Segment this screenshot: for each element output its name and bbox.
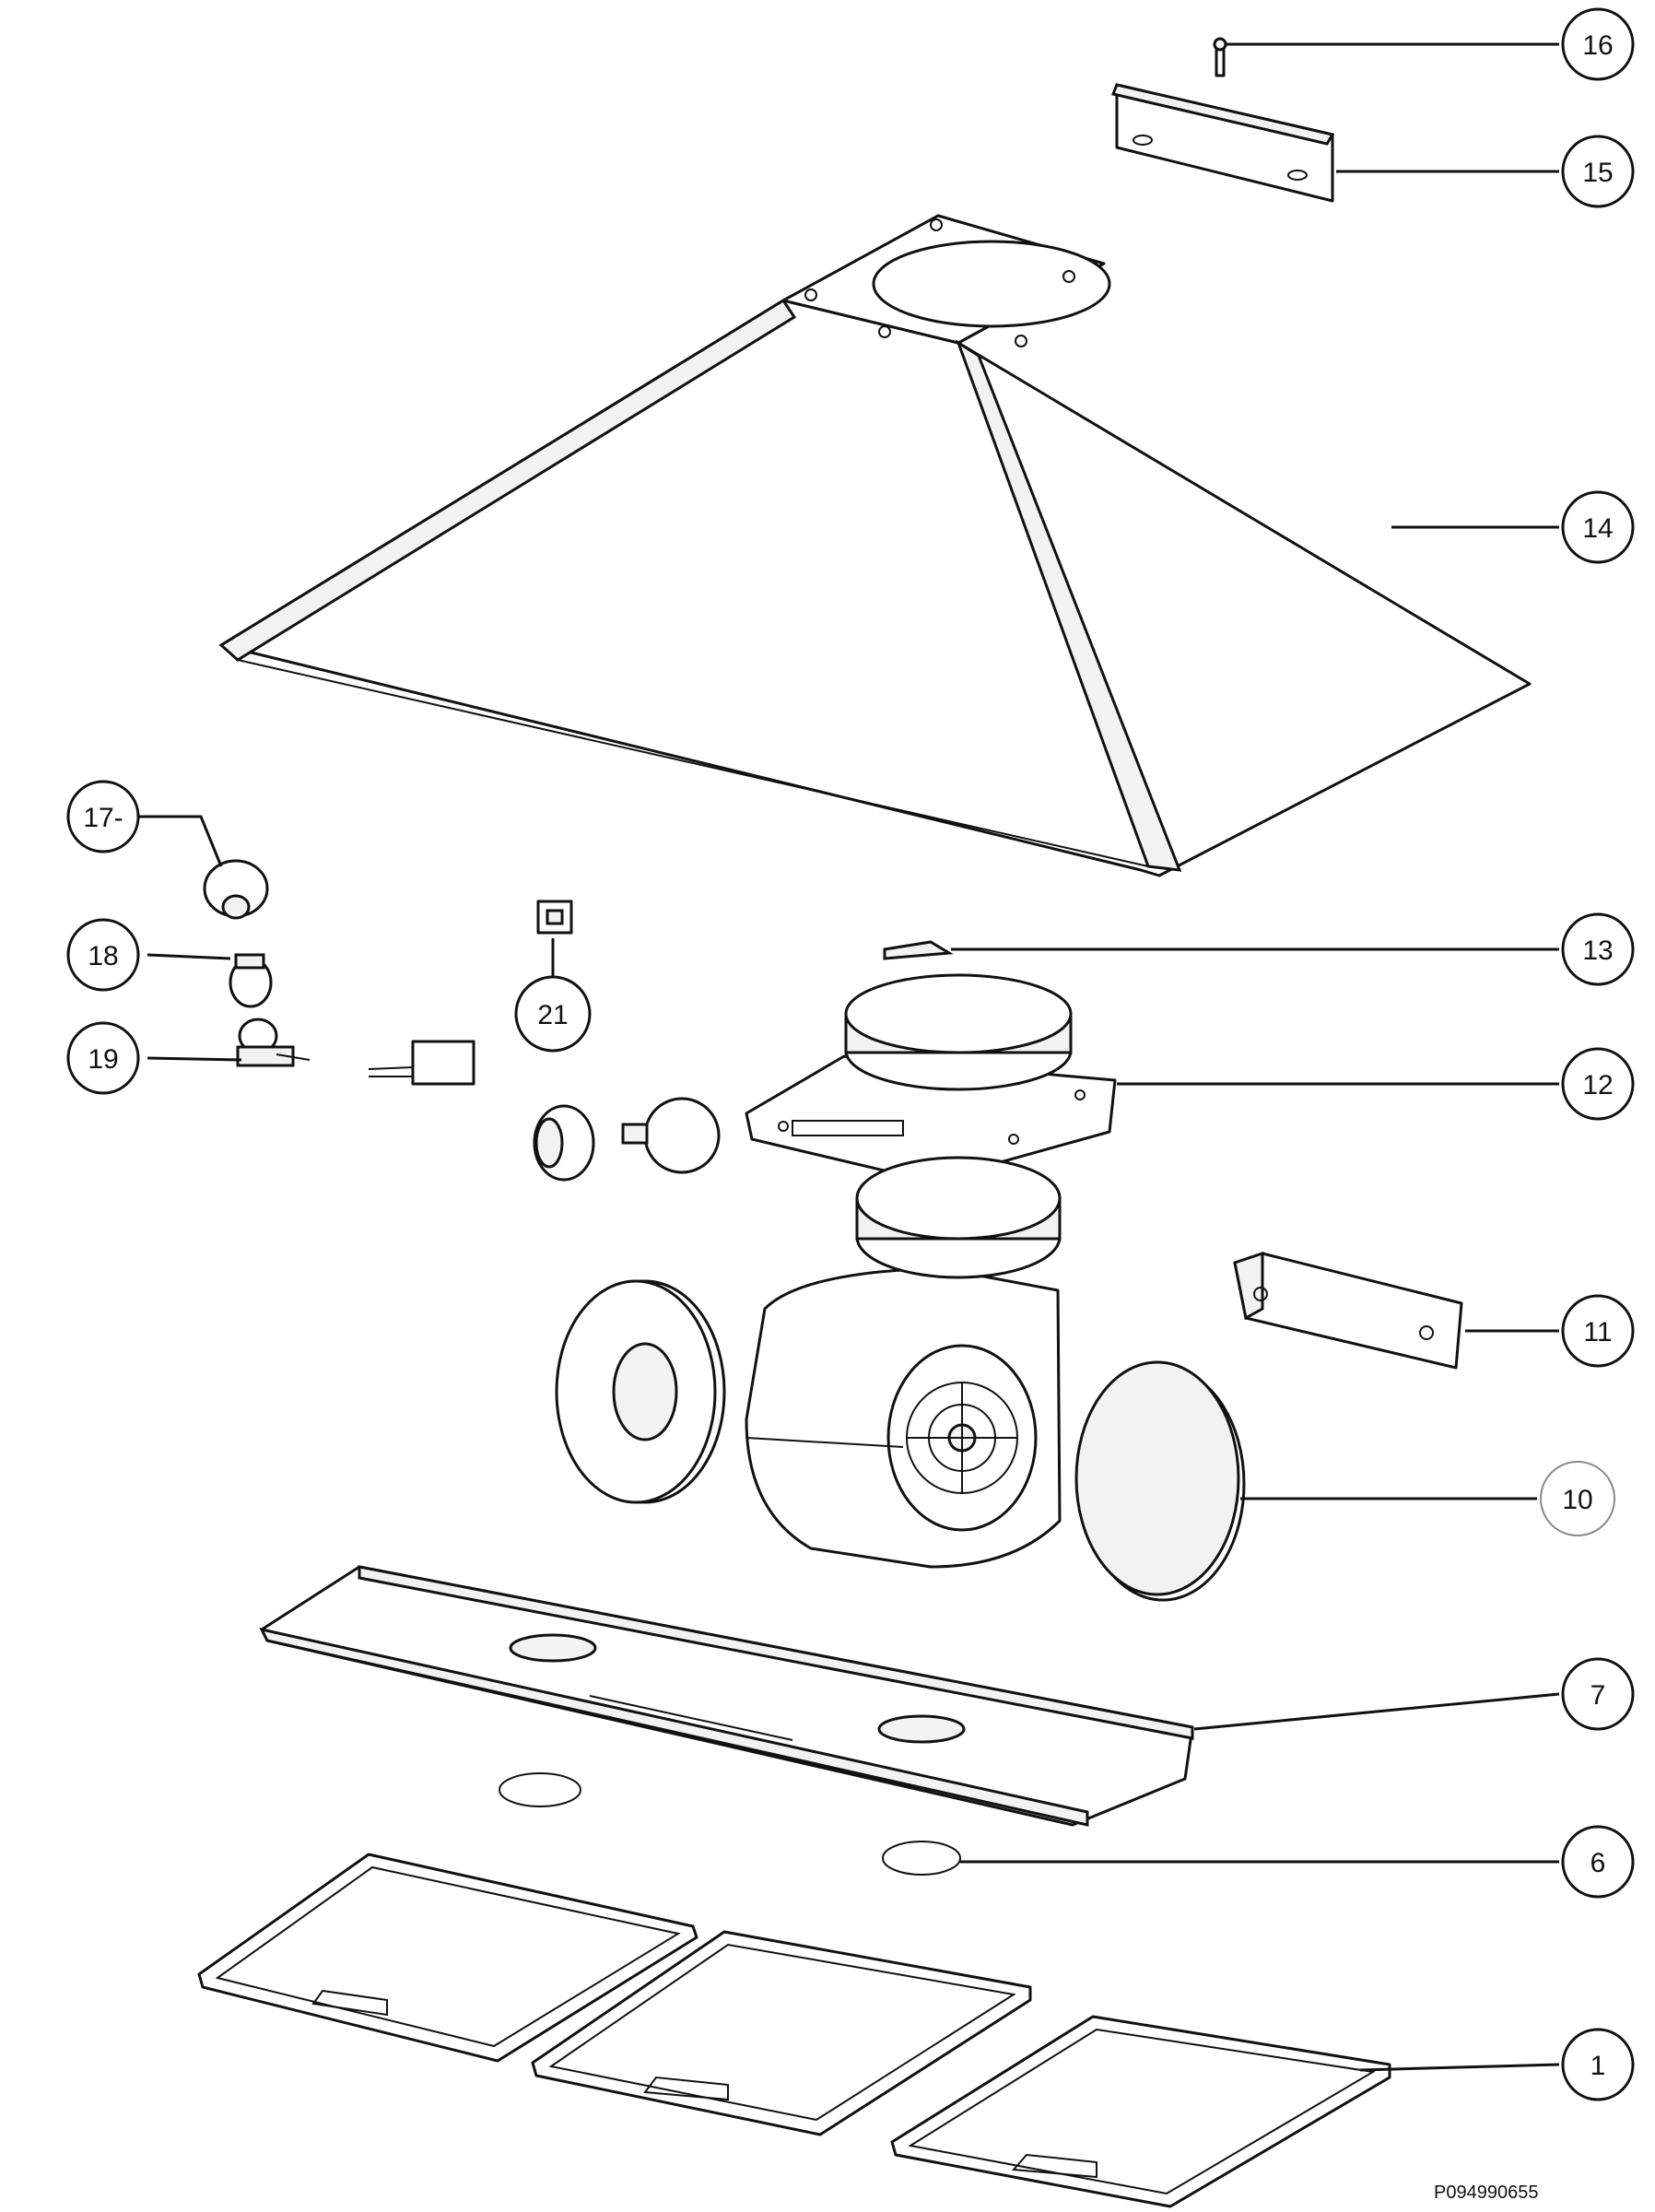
callout-circle [66, 918, 140, 992]
leader-18 [147, 953, 231, 960]
callout-1: 1 [1561, 2028, 1635, 2101]
callout-label: 19 [88, 1044, 118, 1075]
callout-label: 21 [537, 1000, 568, 1030]
leader-lines [138, 42, 1560, 2072]
part-grease-filter-left [197, 1853, 698, 2063]
callout-19: 19 [66, 1021, 140, 1095]
part-terminal-block [536, 900, 573, 935]
callout-label: 11 [1583, 1317, 1612, 1347]
callout-label: 13 [1582, 935, 1613, 966]
callout-17: 17- [66, 780, 140, 853]
part-fan-plate [745, 973, 1117, 1183]
callout-12: 12 [1561, 1047, 1635, 1121]
leader-1 [1359, 2063, 1560, 2072]
part-grease-filter-center [531, 1930, 1032, 2136]
callout-label: 18 [88, 941, 118, 971]
part-seal-ring-right [882, 1841, 961, 1876]
callout-label: 17- [83, 803, 123, 833]
part-screw [1213, 37, 1227, 77]
callout-14: 14 [1561, 490, 1635, 564]
leader-19 [147, 1056, 242, 1062]
callout-18: 18 [66, 918, 140, 992]
callout-label: 1 [1590, 2051, 1606, 2081]
part-bulb-socket [533, 1104, 595, 1182]
callout-16: 16 [1561, 7, 1635, 81]
part-motor-blower [745, 1156, 1062, 1569]
part-hood-canopy [218, 214, 1532, 877]
callout-circle [1561, 1657, 1635, 1731]
callout-circle [1561, 135, 1635, 208]
part-carbon-filter-right [1074, 1360, 1246, 1602]
part-carbon-filter-left [555, 1279, 726, 1504]
callout-label: 6 [1590, 1848, 1606, 1878]
callout-label: 16 [1582, 30, 1613, 61]
callout-circle [1561, 1047, 1635, 1121]
callout-label: 10 [1562, 1485, 1592, 1515]
part-knob-spindle [229, 953, 273, 1008]
callout-label: 12 [1582, 1070, 1613, 1100]
part-control-panel [1233, 1251, 1463, 1370]
callout-label: 15 [1582, 158, 1613, 188]
callout-13: 13 [1561, 912, 1635, 986]
callout-15: 15 [1561, 135, 1635, 208]
callout-circle [66, 780, 140, 853]
callout-11: 11 [1561, 1294, 1635, 1368]
callout-circle [1561, 912, 1635, 986]
callout-6: 6 [1561, 1825, 1635, 1899]
callout-label: 7 [1590, 1680, 1606, 1711]
callout-circle [1561, 7, 1635, 81]
callout-7: 7 [1561, 1657, 1635, 1731]
callout-circle [1540, 1461, 1615, 1536]
part-switch [236, 1018, 311, 1067]
callout-10: 10 [1540, 1461, 1615, 1536]
drawing-reference-code: P094990655 [1434, 2183, 1539, 2203]
callout-circle [1561, 1825, 1635, 1899]
callout-label: 14 [1582, 513, 1613, 544]
part-knob [203, 859, 269, 920]
part-grease-filter-right [890, 2015, 1391, 2208]
callout-circle [66, 1021, 140, 1095]
callout-21: 21 [514, 975, 592, 1053]
leader-17 [138, 815, 223, 867]
part-clip [883, 940, 954, 960]
part-light-bulb [621, 1097, 721, 1174]
callout-circle [514, 975, 592, 1053]
part-chassis-tray [259, 1565, 1194, 1827]
part-seal-ring-left [499, 1772, 581, 1807]
callout-circle [1561, 2028, 1635, 2101]
callout-circle [1561, 1294, 1635, 1368]
callout-circle [1561, 490, 1635, 564]
part-lamp-holder [368, 1040, 475, 1086]
leader-7 [1193, 1692, 1560, 1731]
part-mounting-bracket [1110, 83, 1335, 203]
